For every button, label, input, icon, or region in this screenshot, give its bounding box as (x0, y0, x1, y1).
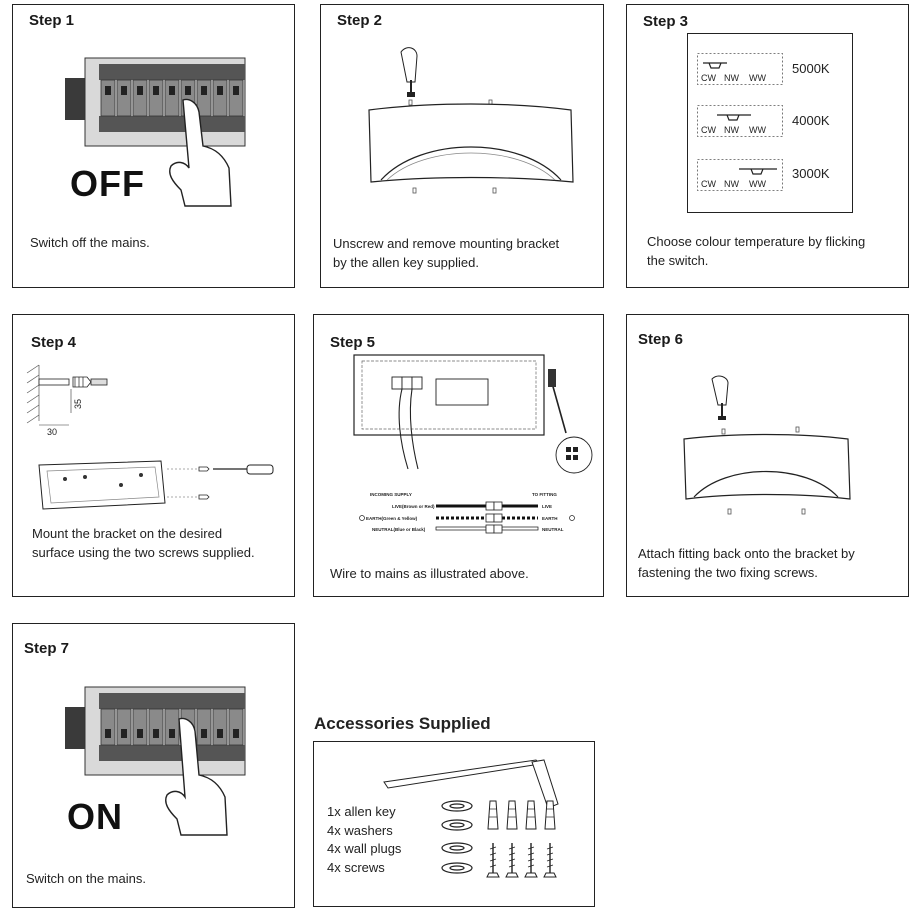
washers-icon (440, 800, 474, 878)
step-1-title: Step 1 (29, 12, 74, 29)
switch-label-nw: NW (724, 179, 739, 189)
step-6-caption-line-2: fastening the two fixing screws. (638, 563, 855, 582)
earth-in-label: EARTH(Green & Yellow) (366, 516, 418, 521)
neutral-out-label: NEUTRAL (542, 527, 564, 532)
accessories-panel: 1x allen key 4x washers 4x wall plugs 4x… (313, 741, 595, 907)
switch-label-ww: WW (749, 73, 766, 83)
step-6-caption-line-1: Attach fitting back onto the bracket by (638, 544, 855, 563)
on-label: ON (67, 796, 123, 838)
accessory-washers: 4x washers (327, 822, 401, 841)
step-3-panel: Step 3 CW NW WW 5000K CW NW WW 4000K CW … (626, 4, 909, 288)
temperature-5000k: 5000K (792, 61, 830, 76)
step-2-caption: Unscrew and remove mounting bracket by t… (333, 234, 559, 272)
step-3-caption-line-2: the switch. (647, 251, 865, 270)
fitting-refit-illustration (682, 371, 852, 521)
step-2-caption-line-1: Unscrew and remove mounting bracket (333, 234, 559, 253)
fitting-unscrew-illustration (361, 40, 581, 200)
switch-label-cw: CW (701, 179, 716, 189)
accessory-screws: 4x screws (327, 859, 401, 878)
step-1-panel: Step 1 OFF Switch off the mains. (12, 4, 295, 288)
screws-icon (482, 841, 562, 883)
bracket-mount-illustration (37, 455, 277, 515)
step-5-caption: Wire to mains as illustrated above. (330, 564, 529, 583)
switch-label-ww: WW (749, 125, 766, 135)
step-5-title: Step 5 (330, 334, 375, 351)
step-3-caption-line-1: Choose colour temperature by flicking (647, 232, 865, 251)
step-2-title: Step 2 (337, 12, 382, 29)
neutral-in-label: NEUTRAL(Blue or Black) (372, 527, 426, 532)
step-7-caption: Switch on the mains. (26, 869, 146, 888)
cct-switch-3000k: CW NW WW (697, 159, 783, 191)
dimension-30: 30 (47, 427, 57, 437)
step-4-caption: Mount the bracket on the desired surface… (32, 524, 255, 562)
to-fitting-label: TO FITTING (532, 492, 557, 497)
switch-label-nw: NW (724, 125, 739, 135)
cct-switch-5000k: CW NW WW (697, 53, 783, 85)
step-4-title: Step 4 (31, 334, 76, 351)
step-3-title: Step 3 (643, 13, 688, 30)
accessory-wall-plugs: 4x wall plugs (327, 840, 401, 859)
accessories-heading: Accessories Supplied (314, 714, 491, 734)
live-in-label: LIVE(Brown or Red) (392, 504, 435, 509)
step-3-caption: Choose colour temperature by flicking th… (647, 232, 865, 270)
temperature-4000k: 4000K (792, 113, 830, 128)
wiring-diagram: INCOMING SUPPLY TO FITTING LIVE(Brown or… (342, 491, 582, 537)
switch-label-ww: WW (749, 179, 766, 189)
step-1-caption: Switch off the mains. (30, 233, 150, 252)
wall-plugs-icon (482, 799, 562, 837)
step-7-title: Step 7 (24, 640, 69, 657)
temperature-3000k: 3000K (792, 166, 830, 181)
switch-label-nw: NW (724, 73, 739, 83)
earth-out-label: EARTH (542, 516, 558, 521)
step-4-caption-line-2: surface using the two screws supplied. (32, 543, 255, 562)
incoming-supply-label: INCOMING SUPPLY (370, 492, 412, 497)
off-label: OFF (70, 163, 145, 205)
wall-plug-dimension-diagram: 30 35 (27, 365, 147, 435)
accessories-list: 1x allen key 4x washers 4x wall plugs 4x… (327, 803, 401, 877)
step-2-caption-line-2: by the allen key supplied. (333, 253, 559, 272)
switch-label-cw: CW (701, 73, 716, 83)
accessory-allen-key: 1x allen key (327, 803, 401, 822)
terminal-block-illustration (352, 353, 592, 473)
step-2-panel: Step 2 Unscrew and remove mounting brack… (320, 4, 604, 288)
step-6-caption: Attach fitting back onto the bracket by … (638, 544, 855, 582)
step-6-title: Step 6 (638, 331, 683, 348)
switch-label-cw: CW (701, 125, 716, 135)
step-4-caption-line-1: Mount the bracket on the desired (32, 524, 255, 543)
step-6-panel: Step 6 Attach fitting back onto the brac… (626, 314, 909, 597)
live-out-label: LIVE (542, 504, 552, 509)
step-5-panel: Step 5 INCOMING SUPPLY TO FITTING LIVE(B… (313, 314, 604, 597)
cct-switch-4000k: CW NW WW (697, 105, 783, 137)
step-4-panel: Step 4 30 35 Mount the bracke (12, 314, 295, 597)
dimension-35: 35 (73, 399, 83, 409)
step-7-panel: Step 7 ON Switch on the mains. (12, 623, 295, 908)
